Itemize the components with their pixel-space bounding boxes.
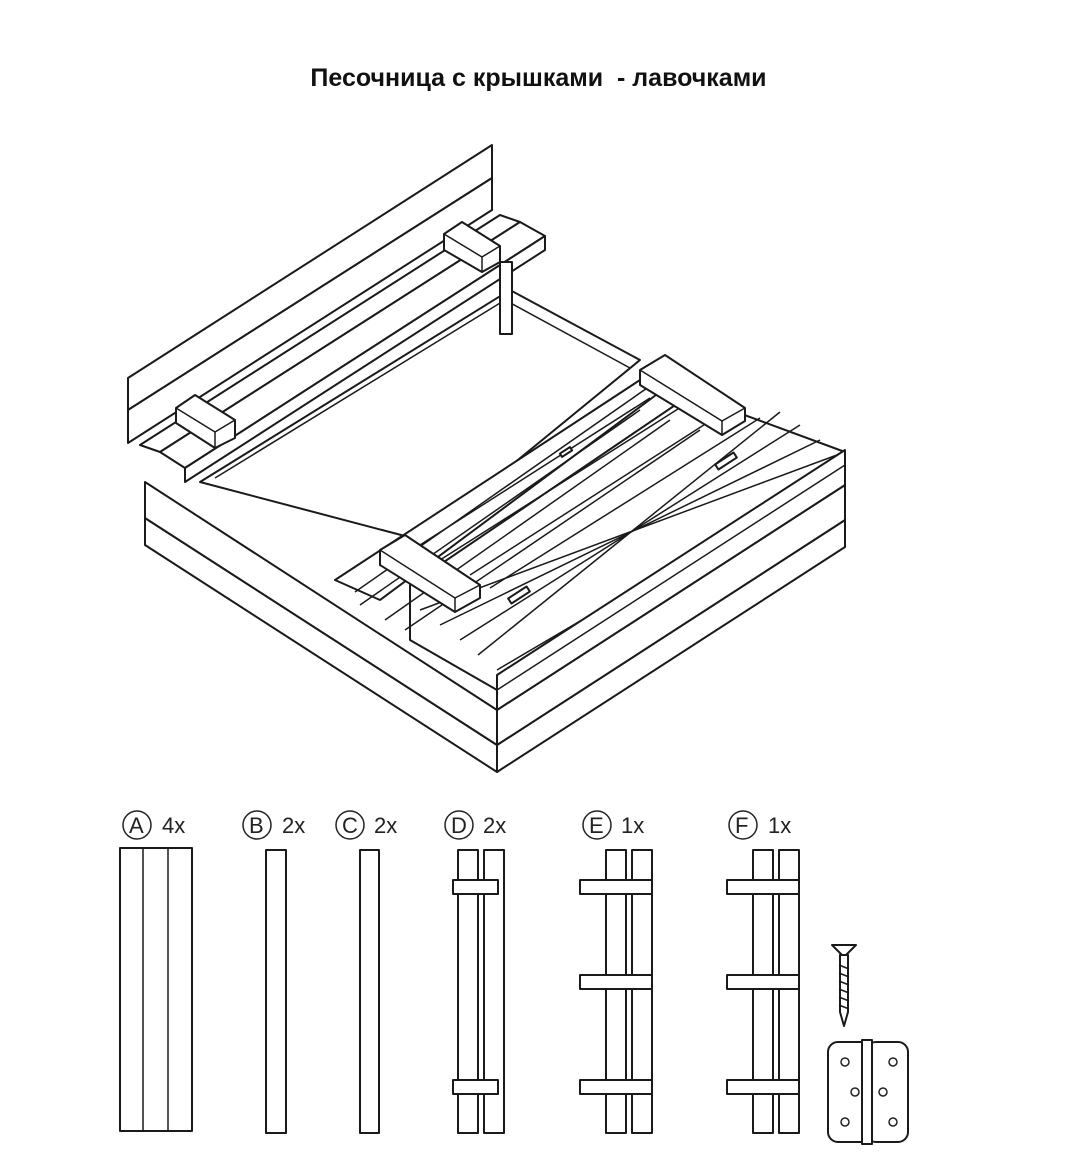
part-c-board	[359, 849, 380, 1134]
lid-hinge-1	[507, 585, 531, 605]
part-qty: 1x	[768, 813, 791, 838]
part-letter: E	[589, 813, 604, 838]
part-qty: 2x	[282, 813, 305, 838]
part-d-lid	[452, 849, 505, 1134]
part-f-lid	[726, 849, 800, 1134]
part-letter: C	[342, 813, 358, 838]
part-label-b: B 2x	[242, 810, 305, 840]
sandbox-illustration	[127, 144, 846, 773]
lid-hinge-2	[714, 451, 738, 471]
part-label-f: F 1x	[728, 810, 791, 840]
part-letter: A	[129, 813, 144, 838]
part-label-a: A 4x	[122, 810, 185, 840]
lid-hinge-3	[558, 446, 574, 458]
sandbox-interior	[199, 289, 641, 541]
lid-cleat-back	[639, 354, 746, 436]
lid-front-edge	[496, 449, 846, 711]
part-label-e: E 1x	[582, 810, 644, 840]
part-qty: 1x	[621, 813, 644, 838]
lid-cleat-front	[379, 534, 481, 613]
part-letter: D	[451, 813, 467, 838]
bench-cleat-left	[175, 394, 236, 449]
hinge-icon	[827, 1039, 909, 1145]
bench-support-post	[499, 261, 513, 335]
part-qty: 4x	[162, 813, 185, 838]
part-qty: 2x	[374, 813, 397, 838]
bench-backrest-lower	[127, 177, 493, 444]
bench-seat-board-3	[184, 235, 546, 483]
part-qty: 2x	[483, 813, 506, 838]
part-a-board	[119, 847, 193, 1132]
part-label-d: D 2x	[444, 810, 506, 840]
part-label-c: C 2x	[335, 810, 397, 840]
part-letter: F	[735, 813, 748, 838]
part-e-lid	[579, 849, 653, 1134]
diagram-title: Песочница с крышками - лавочками	[310, 64, 767, 92]
part-b-board	[265, 849, 287, 1134]
bench-cleat-right	[443, 221, 501, 273]
part-letter: B	[249, 813, 264, 838]
screw-icon	[831, 944, 857, 1027]
parts-list: A 4x B 2x C 2x D 2x E 1x F 1x	[119, 810, 909, 1145]
